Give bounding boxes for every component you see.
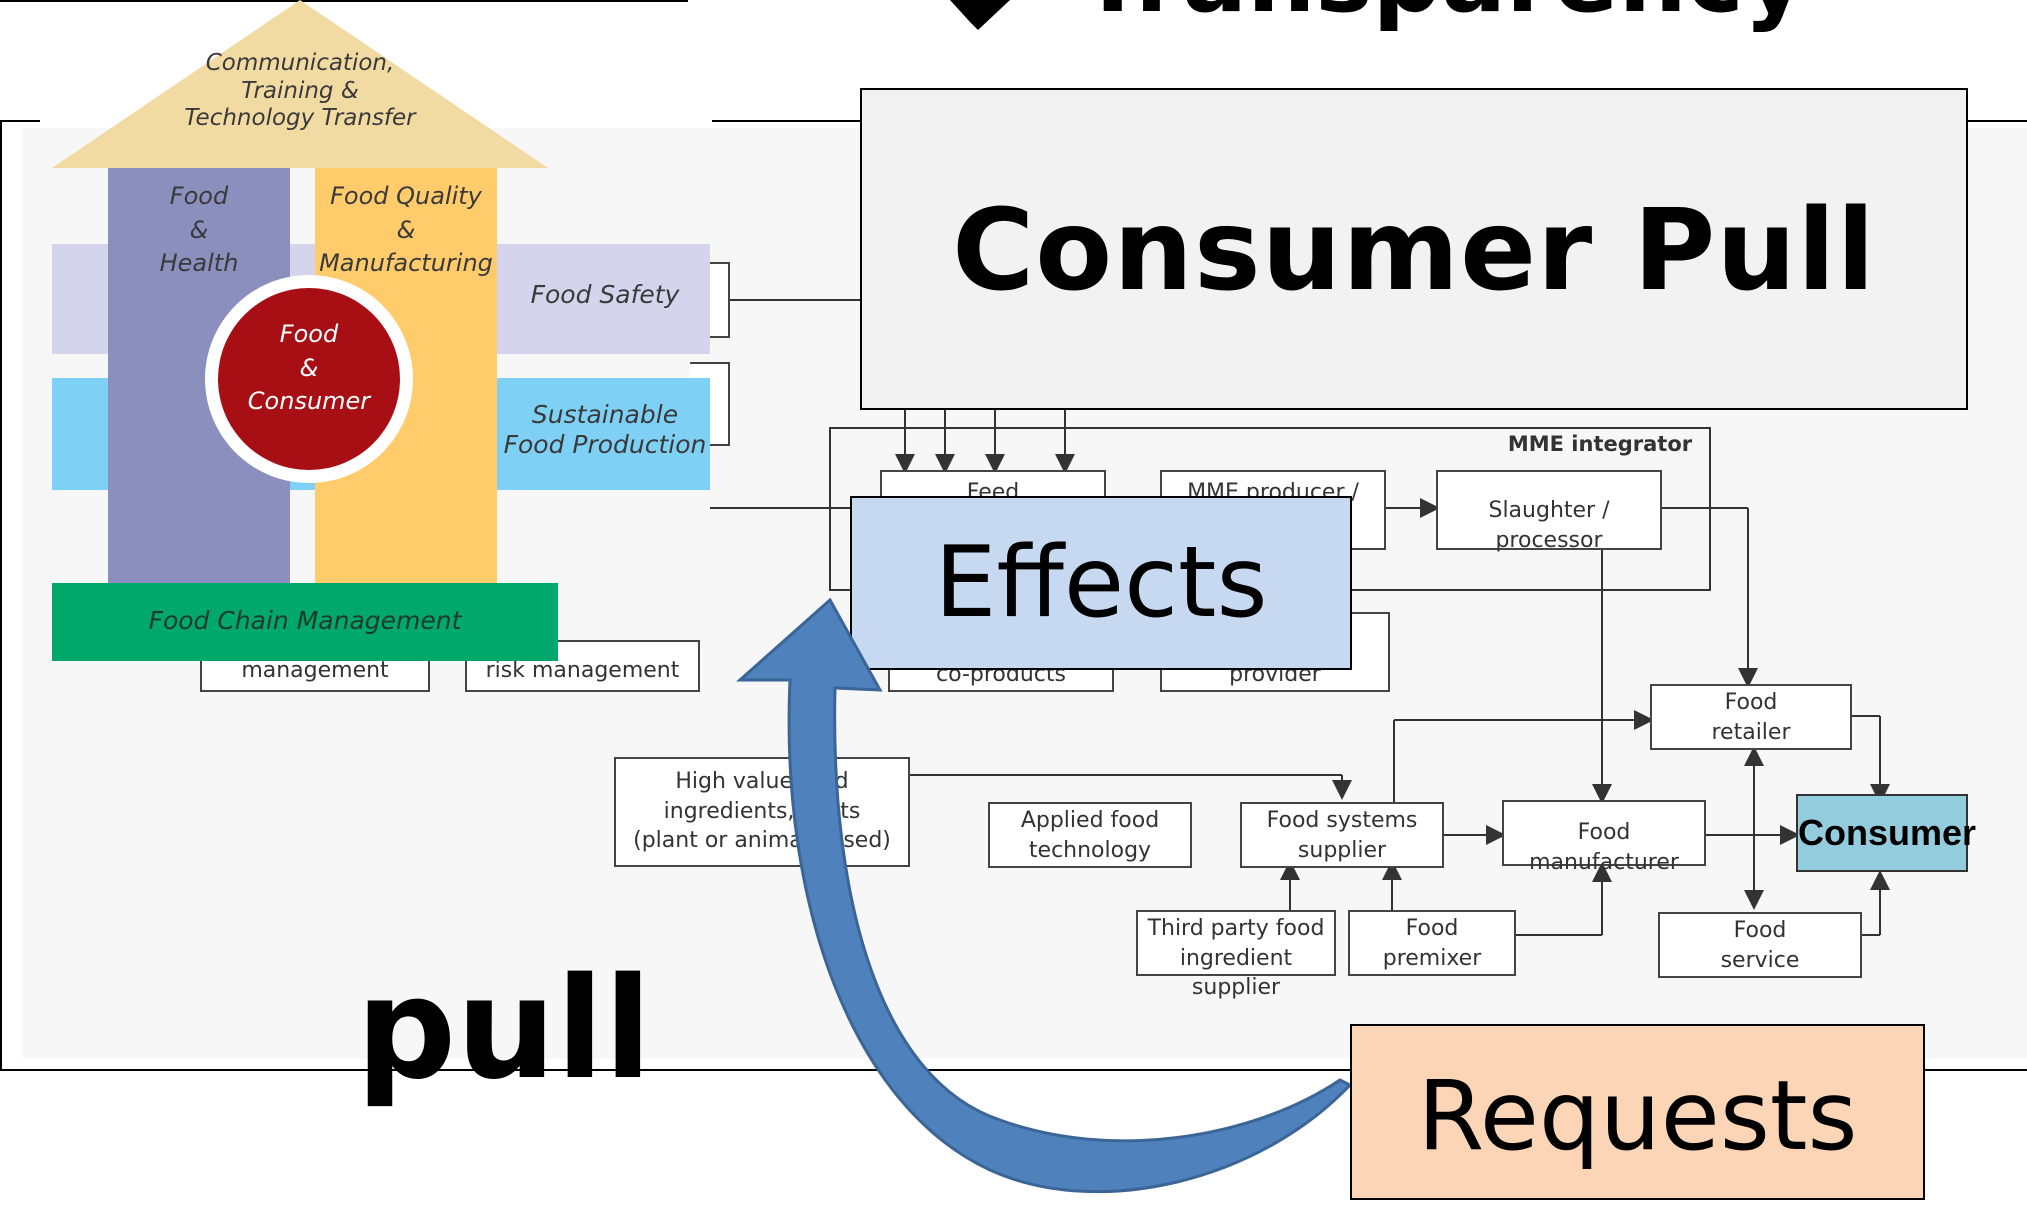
applied-food-box: Applied food technology <box>988 802 1192 868</box>
food-premixer-box: Food premixer <box>1348 910 1516 976</box>
circle-label: Food & Consumer <box>247 320 371 416</box>
house-roof <box>52 0 548 168</box>
slaughter-box: Slaughter / processor <box>1436 470 1662 553</box>
risk-management-label: risk management <box>485 658 680 683</box>
food-manufacturer-box: Food manufacturer <box>1502 800 1706 875</box>
third-party-box: Third party food ingredient supplier <box>1136 910 1336 1000</box>
top-rule <box>0 0 688 2</box>
slaughter-label: Slaughter / processor <box>1488 498 1610 553</box>
risk-management-box: risk management <box>465 640 700 692</box>
management-label: management <box>241 658 389 683</box>
slide-title: Transparency <box>1080 0 1806 34</box>
food-retailer-box: Food retailer <box>1650 684 1852 750</box>
third-party-label: Third party food ingredient supplier <box>1147 916 1325 1001</box>
pull-label: pull <box>356 948 652 1111</box>
circle-inner <box>218 288 400 470</box>
food-consumer-circle <box>205 275 413 483</box>
frame-bottom <box>0 1069 2027 1071</box>
food-premixer-label: Food premixer <box>1382 916 1482 971</box>
food-manufacturer-label: Food manufacturer <box>1529 820 1679 875</box>
consumer-box: Consumer <box>1796 794 1976 872</box>
consumer-pull-box: Consumer Pull <box>860 88 1968 410</box>
food-safety-label: Food Safety <box>530 280 680 309</box>
frame-top-left <box>0 120 40 122</box>
requests-box: Requests <box>1350 1024 1925 1200</box>
consumer-label: Consumer <box>1797 812 1977 853</box>
integrator-label: MME integrator <box>1507 432 1693 456</box>
pillar-left-label: Food & Health <box>159 182 239 278</box>
pillar-right-label: Food Quality & Manufacturing <box>319 182 493 278</box>
effects-box: Effects <box>850 496 1352 670</box>
frame-top-right <box>1968 120 2027 122</box>
requests-label: Requests <box>1417 1060 1858 1172</box>
effects-label: Effects <box>934 526 1268 640</box>
food-systems-label: Food systems supplier <box>1266 808 1418 863</box>
food-retailer-label: Food retailer <box>1711 690 1791 745</box>
frame-left <box>0 120 2 1070</box>
roof-label: Communication, Training & Technology Tra… <box>184 50 416 132</box>
consumer-pull-label: Consumer Pull <box>952 186 1876 316</box>
title-arrow-icon <box>950 0 1010 30</box>
frame-top-mid <box>712 120 862 122</box>
sustainable-label: Sustainable Food Production <box>503 400 707 459</box>
base-label: Food Chain Management <box>148 606 462 635</box>
base-bar <box>52 583 558 661</box>
food-service-label: Food service <box>1720 918 1800 973</box>
applied-food-label: Applied food technology <box>1020 808 1160 863</box>
food-systems-box: Food systems supplier <box>1240 802 1444 868</box>
food-service-box: Food service <box>1658 912 1862 978</box>
